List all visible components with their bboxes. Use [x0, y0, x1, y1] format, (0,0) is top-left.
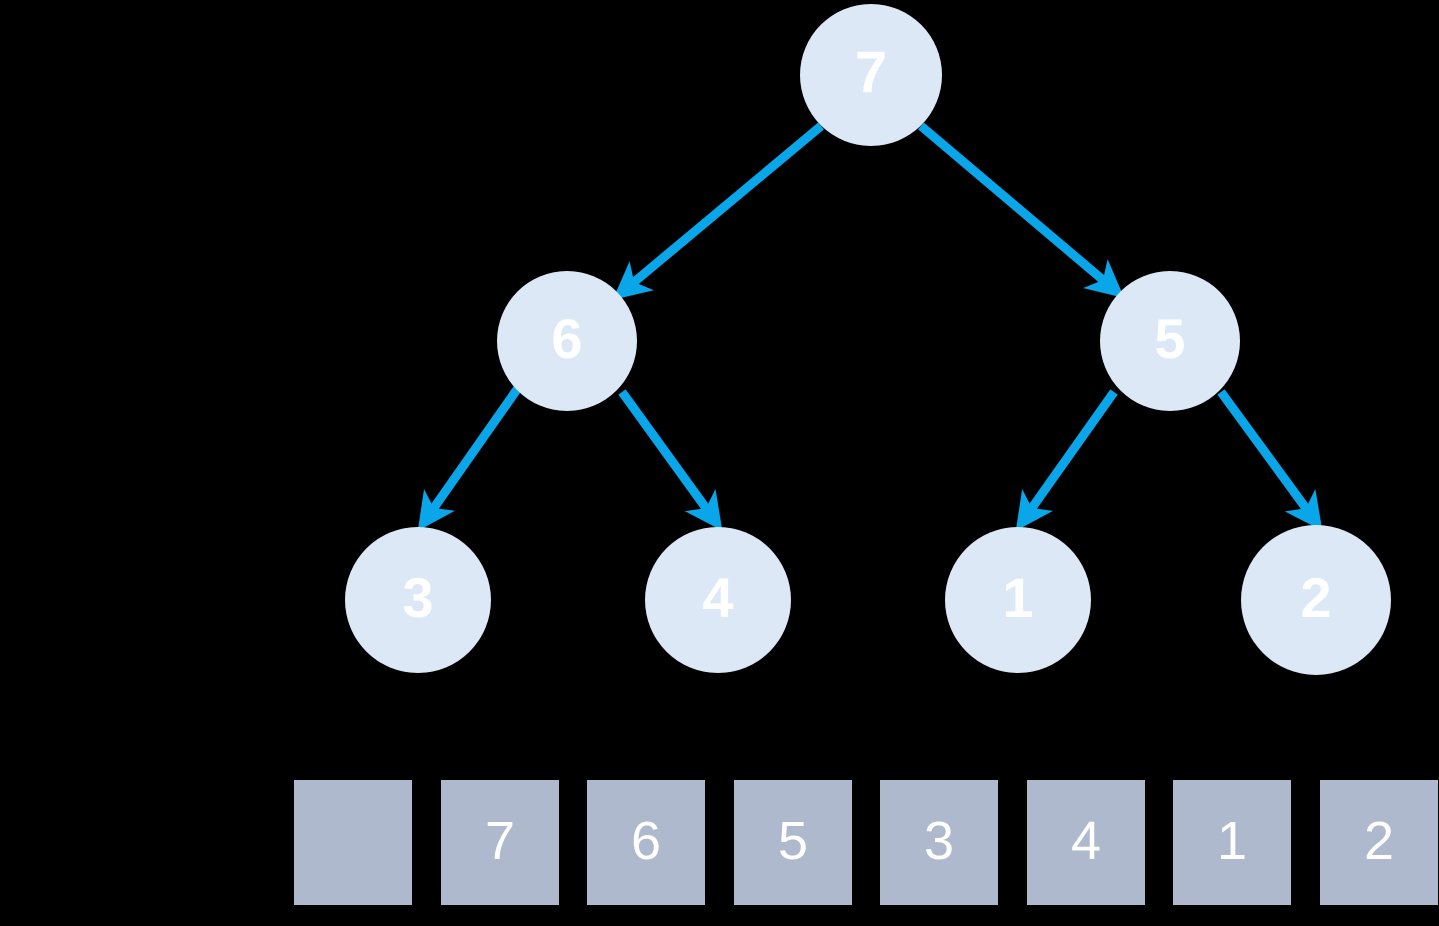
array-cell-label: 2 [1363, 810, 1395, 871]
tree-edges-group [417, 122, 1323, 531]
array-cell-4[interactable]: 3 [880, 780, 998, 905]
tree-edge-n5-to-n2 [1217, 389, 1323, 531]
tree-edge-n7-to-n6 [612, 122, 824, 300]
tree-edge-n6-to-n4 [618, 389, 723, 531]
tree-edge-n5-to-n1 [1015, 389, 1118, 531]
tree-node-3[interactable]: 3 [345, 527, 491, 673]
tree-node-label: 4 [702, 566, 734, 629]
tree-node-2[interactable]: 2 [1241, 525, 1391, 675]
array-cell-7[interactable]: 2 [1320, 780, 1438, 905]
tree-node-4[interactable]: 4 [645, 527, 791, 673]
array-cell-label: 7 [484, 810, 516, 871]
array-cell-label: 3 [923, 810, 955, 871]
array-cell-3[interactable]: 5 [734, 780, 852, 905]
tree-node-6[interactable]: 6 [497, 271, 637, 411]
array-cell-2[interactable]: 6 [587, 780, 705, 905]
array-cell-label: 6 [630, 810, 662, 871]
tree-node-1[interactable]: 1 [945, 527, 1091, 673]
array-cell-label: 4 [1070, 810, 1102, 871]
tree-node-label: 7 [854, 40, 888, 105]
array-cell-1[interactable]: 7 [441, 780, 559, 905]
array-cell-label: 1 [1216, 810, 1248, 871]
tree-node-label: 3 [402, 566, 434, 629]
array-cell-6[interactable]: 1 [1173, 780, 1291, 905]
tree-node-5[interactable]: 5 [1100, 271, 1240, 411]
tree-edge-n6-to-n3 [417, 385, 522, 531]
array-cell-label: 5 [777, 810, 809, 871]
tree-node-label: 5 [1154, 307, 1186, 370]
tree-node-label: 1 [1002, 566, 1034, 629]
array-cell-5[interactable]: 4 [1027, 780, 1145, 905]
tree-node-label: 2 [1300, 566, 1332, 629]
tree-node-label: 6 [551, 307, 583, 370]
tree-edge-n7-to-n5 [918, 122, 1125, 298]
array-cell-0[interactable] [294, 780, 412, 905]
tree-node-7[interactable]: 7 [800, 4, 942, 146]
